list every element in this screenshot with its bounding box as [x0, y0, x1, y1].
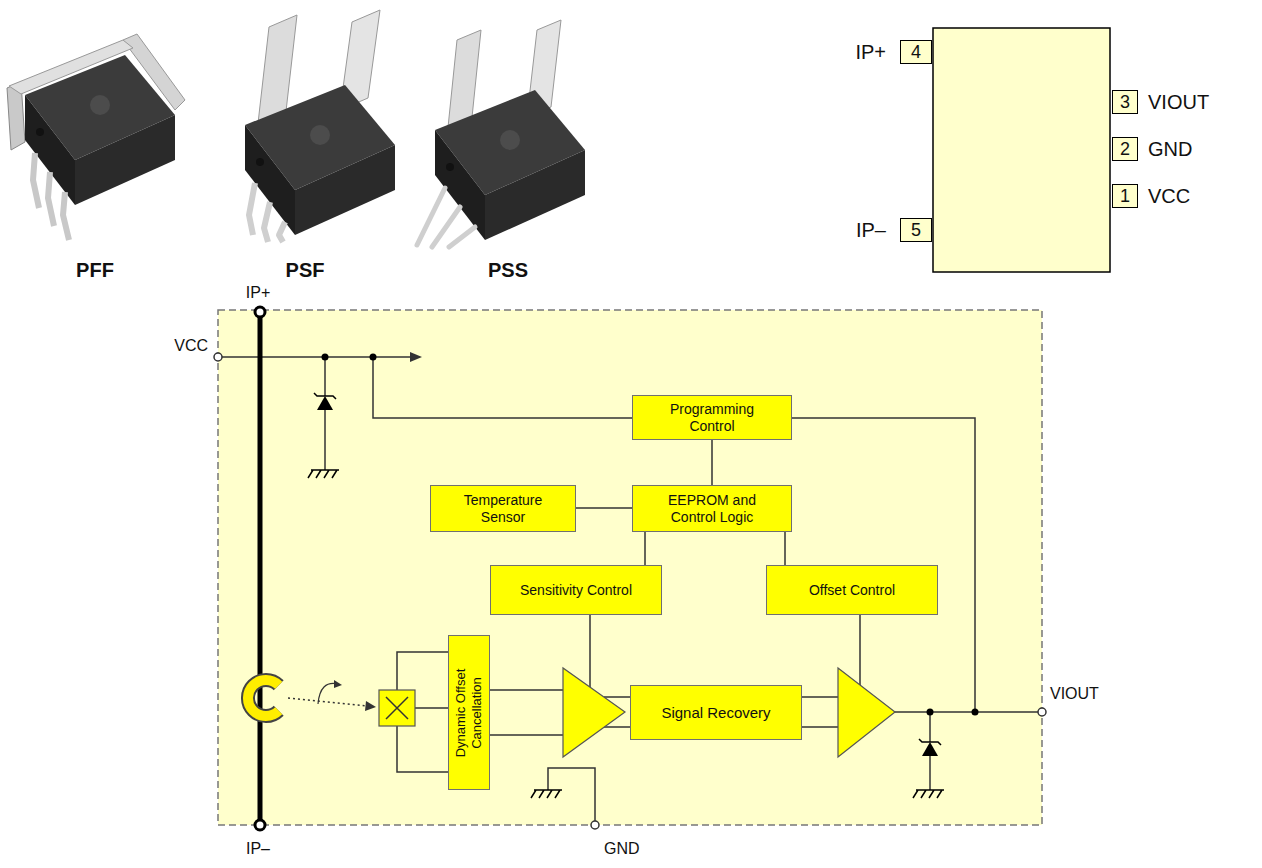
terminal [1038, 708, 1046, 716]
pin-name: IP+ [855, 41, 886, 63]
zener-diode [919, 739, 941, 756]
junction-dot [322, 354, 979, 716]
field-arrow [288, 680, 376, 711]
function-block: Sensitivity Control [490, 565, 662, 615]
pinout-body [933, 28, 1110, 272]
current-conductor [258, 312, 263, 825]
package-leads [33, 153, 69, 240]
metal-strap [9, 40, 133, 94]
hall-element [379, 690, 415, 726]
package-name: PFF [76, 259, 114, 281]
package-hole [36, 128, 44, 136]
block-label: Temperature Sensor [453, 492, 553, 526]
pin-number: 5 [911, 221, 921, 239]
signal-name: VIOUT [1050, 685, 1099, 703]
function-block: Signal Recovery [630, 685, 802, 740]
package-dimple [500, 130, 520, 150]
package-photo [245, 10, 395, 242]
ground-symbol [913, 790, 944, 798]
package-photo [417, 20, 585, 247]
pin-number: 1 [1120, 187, 1130, 205]
terminal [591, 821, 599, 829]
package-hole [256, 158, 264, 166]
terminal [255, 820, 265, 830]
zener-diode [314, 393, 336, 410]
package-body [75, 115, 175, 205]
pin-name: IP– [856, 219, 886, 241]
signal-name: GND [604, 840, 640, 858]
pin-name: VCC [1148, 185, 1190, 207]
pin-number: 4 [911, 43, 921, 61]
block-label: Signal Recovery [661, 704, 770, 722]
offset-cancel-block: Dynamic Offset Cancellation [448, 635, 490, 790]
block-label: Programming Control [657, 401, 767, 435]
pin-number-box: 3 [1112, 90, 1138, 114]
pin-number-box: 1 [1112, 184, 1138, 208]
block-label: Sensitivity Control [520, 582, 632, 599]
control-line [711, 440, 713, 485]
ground-symbol [308, 470, 339, 478]
ground-symbol [531, 790, 562, 798]
function-block: Programming Control [632, 395, 792, 440]
package-hole [446, 163, 454, 171]
pin-name: VIOUT [1148, 91, 1209, 113]
block-label: Offset Control [809, 582, 895, 599]
function-block: EEPROM and Control Logic [632, 485, 792, 532]
package-body [295, 145, 395, 235]
control-line [576, 507, 632, 509]
package-body [485, 150, 585, 240]
package-body [245, 125, 295, 235]
block-label: EEPROM and Control Logic [657, 492, 767, 526]
terminal [214, 353, 222, 361]
package-body [435, 130, 485, 240]
pin-number-box: 5 [900, 218, 932, 242]
amplifier-symbol [563, 668, 625, 757]
control-line [784, 532, 786, 565]
package-dimple [310, 125, 330, 145]
package-name: PSS [488, 259, 528, 281]
signal-name: VCC [174, 337, 208, 355]
pin-number: 3 [1120, 93, 1130, 111]
function-block: Temperature Sensor [430, 485, 576, 532]
package-leads [417, 188, 475, 247]
device-outline [218, 310, 1042, 825]
amplifier-symbol [838, 668, 895, 757]
function-block: Offset Control [766, 565, 938, 615]
package-name: PSF [286, 259, 325, 281]
package-photo [7, 34, 185, 240]
terminal [255, 307, 265, 317]
pin-number-box: 2 [1112, 137, 1138, 161]
package-leads [249, 183, 285, 242]
signal-wires [222, 357, 1038, 821]
field-symbol [248, 680, 279, 716]
pin-number-box: 4 [900, 40, 932, 64]
control-line [644, 532, 646, 565]
pin-number: 2 [1120, 140, 1130, 158]
block-label: Dynamic Offset Cancellation [453, 654, 484, 772]
pin-name: GND [1148, 138, 1192, 160]
arrowhead [410, 352, 422, 362]
signal-name: IP– [246, 840, 270, 858]
package-dimple [90, 95, 110, 115]
signal-name: IP+ [246, 284, 270, 302]
